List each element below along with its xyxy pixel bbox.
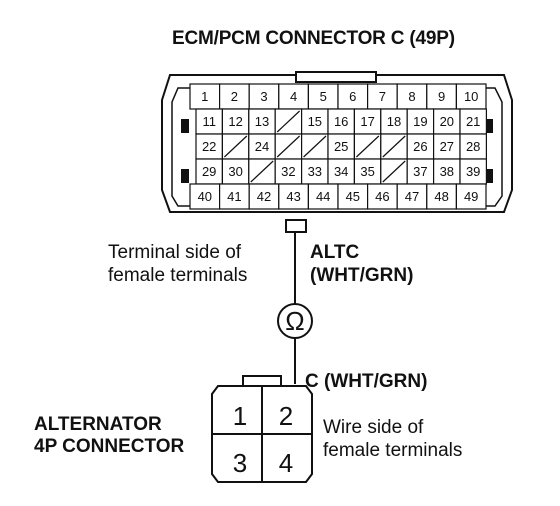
unused-pin-slash xyxy=(355,135,380,158)
pin-cell-46 xyxy=(367,183,398,210)
pin-cell-49 xyxy=(455,183,487,210)
alternator-label-line1: ALTERNATOR xyxy=(34,414,162,435)
pin-label-4: 4 xyxy=(290,89,297,104)
pin-label-45: 45 xyxy=(346,189,360,204)
pin-cell-19 xyxy=(406,108,435,135)
alternator-pin-1: 1 xyxy=(233,401,247,431)
pin-label-29: 29 xyxy=(202,164,216,179)
pin-label-18: 18 xyxy=(387,114,401,129)
pin-label-8: 8 xyxy=(408,89,415,104)
pin-label-9: 9 xyxy=(438,89,445,104)
pin-label-3: 3 xyxy=(260,89,267,104)
pin-cell-27 xyxy=(433,133,461,160)
pin-label-42: 42 xyxy=(257,189,271,204)
pin-label-26: 26 xyxy=(413,139,427,154)
pin-label-43: 43 xyxy=(286,189,300,204)
pin-cell-30 xyxy=(221,158,250,185)
pin-label-35: 35 xyxy=(360,164,374,179)
wire-side-label-line1: Wire side of xyxy=(323,417,424,438)
pin-label-17: 17 xyxy=(360,114,374,129)
unused-pin-slash xyxy=(223,135,248,158)
pin-cell-6 xyxy=(337,83,369,110)
terminal-side-label-line2: female terminals xyxy=(108,265,247,286)
pin-label-32: 32 xyxy=(281,164,295,179)
pin-label-22: 22 xyxy=(202,139,216,154)
pin-cell-35 xyxy=(353,158,382,185)
pin-cell-42 xyxy=(248,183,280,210)
pin-label-25: 25 xyxy=(334,139,348,154)
pin-cell-12 xyxy=(221,108,250,135)
pin-cell-39 xyxy=(459,158,487,185)
pin-label-48: 48 xyxy=(434,189,448,204)
pin-cell-25 xyxy=(327,133,355,160)
alternator-pin-4: 4 xyxy=(279,448,293,478)
pin-label-1: 1 xyxy=(201,89,208,104)
pin-label-37: 37 xyxy=(413,164,427,179)
c-wire-label: C (WHT/GRN) xyxy=(305,371,427,392)
unused-pin-slash xyxy=(382,160,406,183)
altc-wire-color: (WHT/GRN) xyxy=(310,265,413,286)
ohm-icon: Ω xyxy=(285,306,304,336)
pin-cell-17 xyxy=(353,108,382,135)
pin-label-47: 47 xyxy=(405,189,419,204)
pin-label-40: 40 xyxy=(198,189,212,204)
pin-label-28: 28 xyxy=(466,139,480,154)
alternator-pin-3: 3 xyxy=(233,448,247,478)
pin-label-46: 46 xyxy=(375,189,389,204)
pin-label-38: 38 xyxy=(440,164,454,179)
pin-label-34: 34 xyxy=(334,164,348,179)
unused-pin-slash xyxy=(382,135,406,158)
unused-pin-slash xyxy=(276,135,301,158)
ecm-pcm-connector-c xyxy=(161,71,513,233)
unused-pin-slash xyxy=(276,110,301,133)
pin-label-2: 2 xyxy=(231,89,238,104)
pin-label-16: 16 xyxy=(334,114,348,129)
pin-label-15: 15 xyxy=(308,114,322,129)
pin-cell-28 xyxy=(459,133,487,160)
pin-label-30: 30 xyxy=(228,164,242,179)
pin-label-11: 11 xyxy=(202,114,216,129)
pin-label-27: 27 xyxy=(440,139,454,154)
pin-label-33: 33 xyxy=(308,164,322,179)
alternator-label-line2: 4P CONNECTOR xyxy=(34,436,185,457)
wire-side-label-line2: female terminals xyxy=(323,440,462,461)
pin-label-10: 10 xyxy=(464,89,478,104)
pin-cell-10 xyxy=(455,83,487,110)
pin-label-41: 41 xyxy=(227,189,241,204)
unused-pin-slash xyxy=(250,160,274,183)
pin-cell-21 xyxy=(459,108,487,135)
pin-label-21: 21 xyxy=(466,114,480,129)
pin-label-49: 49 xyxy=(464,189,478,204)
pin-label-39: 39 xyxy=(466,164,480,179)
pin-label-24: 24 xyxy=(255,139,269,154)
pin-cell-8 xyxy=(396,83,428,110)
pin-label-44: 44 xyxy=(316,189,330,204)
unused-pin-slash xyxy=(303,135,327,158)
terminal-side-label-line1: Terminal side of xyxy=(108,242,242,263)
pin-label-12: 12 xyxy=(228,114,242,129)
pin-label-19: 19 xyxy=(413,114,427,129)
pin-cell-47 xyxy=(396,183,428,210)
pin-label-7: 7 xyxy=(379,89,386,104)
pin-label-5: 5 xyxy=(320,89,327,104)
alternator-4p-connector xyxy=(211,375,313,483)
diagram-title: ECM/PCM CONNECTOR C (49P) xyxy=(172,28,455,49)
altc-label: ALTC xyxy=(310,242,360,263)
pin-cell-45 xyxy=(337,183,369,210)
pin-label-6: 6 xyxy=(349,89,356,104)
pin-cell-40 xyxy=(189,183,221,210)
pin-cell-43 xyxy=(278,183,309,210)
alternator-pin-2: 2 xyxy=(279,401,293,431)
pin-label-13: 13 xyxy=(255,114,269,129)
pin-cell-33 xyxy=(301,158,329,185)
pin-label-20: 20 xyxy=(440,114,454,129)
